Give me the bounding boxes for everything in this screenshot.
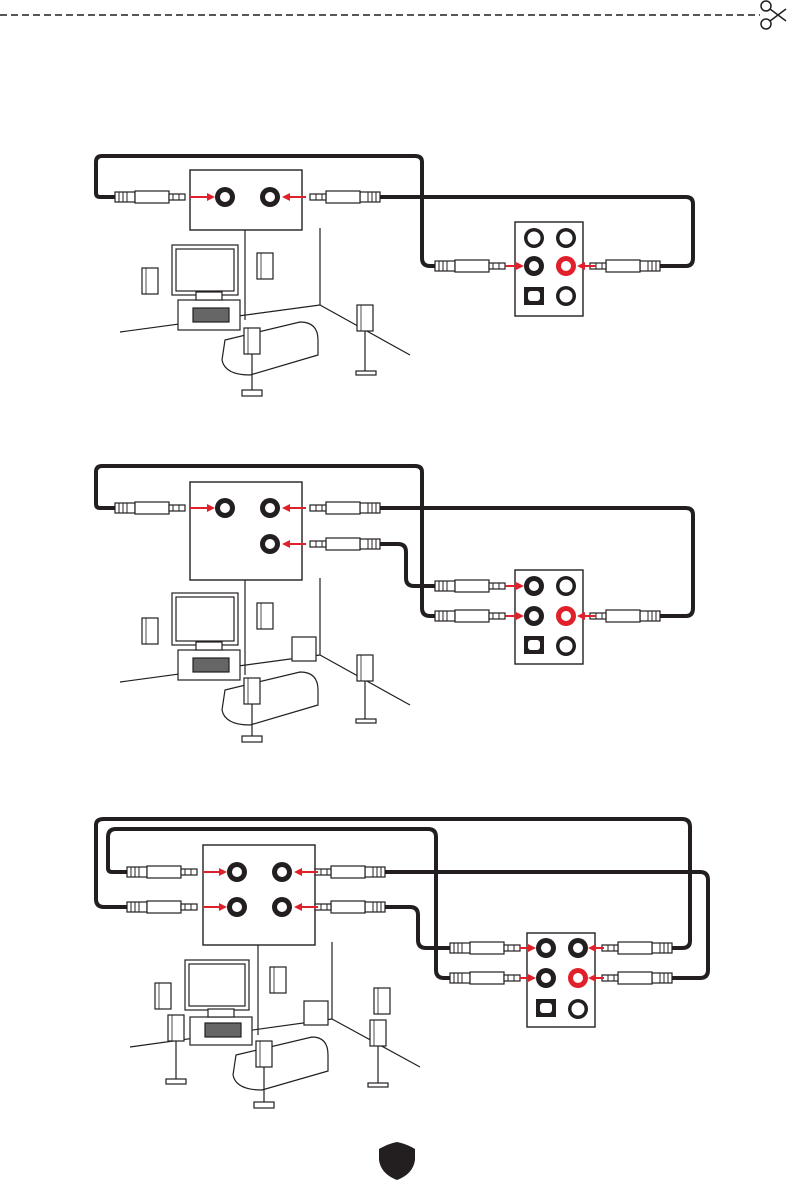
speaker-jack-panel <box>190 482 302 580</box>
cut-line <box>0 0 794 40</box>
room-illustration <box>130 942 420 1108</box>
room-illustration <box>120 228 410 396</box>
room-illustration <box>120 578 410 742</box>
speaker-jack <box>215 187 235 207</box>
diagram-2-channel <box>0 140 794 410</box>
diagram-4-channel <box>0 450 794 760</box>
scissors-icon <box>761 1 786 29</box>
speaker-jack <box>260 187 280 207</box>
speaker-jack-panel <box>190 170 302 230</box>
shield-logo-icon <box>377 1140 417 1182</box>
speaker-jack-panel <box>203 845 315 945</box>
diagram-8-channel <box>0 805 794 1125</box>
